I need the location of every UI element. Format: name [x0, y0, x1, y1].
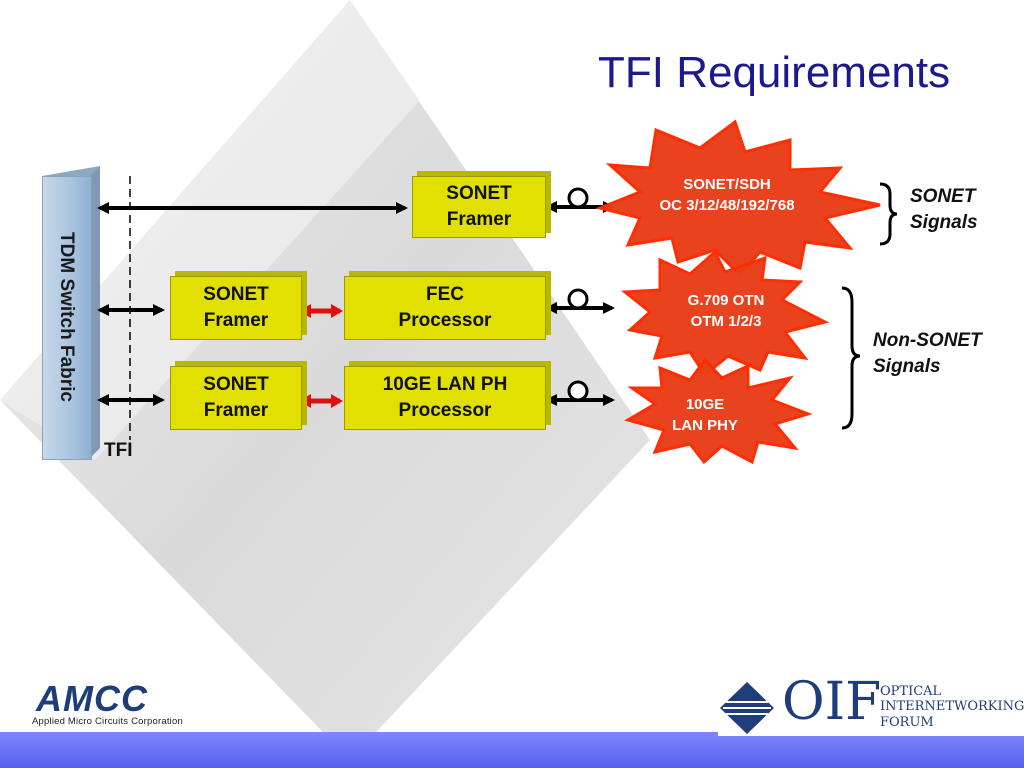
- oif-diamond-icon: [720, 682, 774, 734]
- switch-fabric-side: [90, 166, 100, 458]
- non-sonet-signals-label: Non-SONET Signals: [873, 330, 982, 377]
- star-g709-otn: [621, 249, 830, 378]
- o-ring-connector-icon: [567, 380, 589, 402]
- curly-brace-icon: [841, 286, 861, 430]
- amcc-logo-subtitle: Applied Micro Circuits Corporation: [32, 716, 183, 727]
- star-label-g709-otn: G.709 OTN OTM 1/2/3: [687, 292, 765, 330]
- sonet-framer-block-1: SONET Framer: [412, 176, 546, 238]
- tfi-label: TFI: [104, 440, 133, 461]
- star-label-sonet-sdh: SONET/SDH OC 3/12/48/192/768: [659, 176, 795, 214]
- star-10ge-lan-phy: [624, 357, 813, 465]
- page-title: TFI Requirements: [598, 48, 951, 97]
- amcc-logo: [26, 676, 206, 732]
- switch-fabric-block: [42, 176, 92, 460]
- footer-bar: [0, 732, 1024, 768]
- star-label-10ge-lan-phy: 10GE LAN PHY: [672, 396, 738, 434]
- o-ring-connector-icon: [567, 187, 589, 209]
- curly-brace-icon: [879, 182, 898, 246]
- amcc-logo-wordmark: AMCC: [36, 678, 148, 719]
- o-ring-connector-icon: [567, 288, 589, 310]
- sonet-signals-label: SONET Signals: [910, 186, 978, 233]
- fec-processor-block: FEC Processor: [344, 276, 546, 340]
- star-sonet-sdh: [595, 119, 881, 278]
- 10ge-lan-processor-block: 10GE LAN PH Processor: [344, 366, 546, 430]
- switch-fabric-top: [42, 166, 100, 176]
- sonet-framer-block-2: SONET Framer: [170, 276, 302, 340]
- oif-logo-forum-text: OPTICAL INTERNETWORKING FORUM: [880, 684, 1024, 730]
- oif-logo-wordmark: OIF: [782, 672, 882, 732]
- sonet-framer-block-3: SONET Framer: [170, 366, 302, 430]
